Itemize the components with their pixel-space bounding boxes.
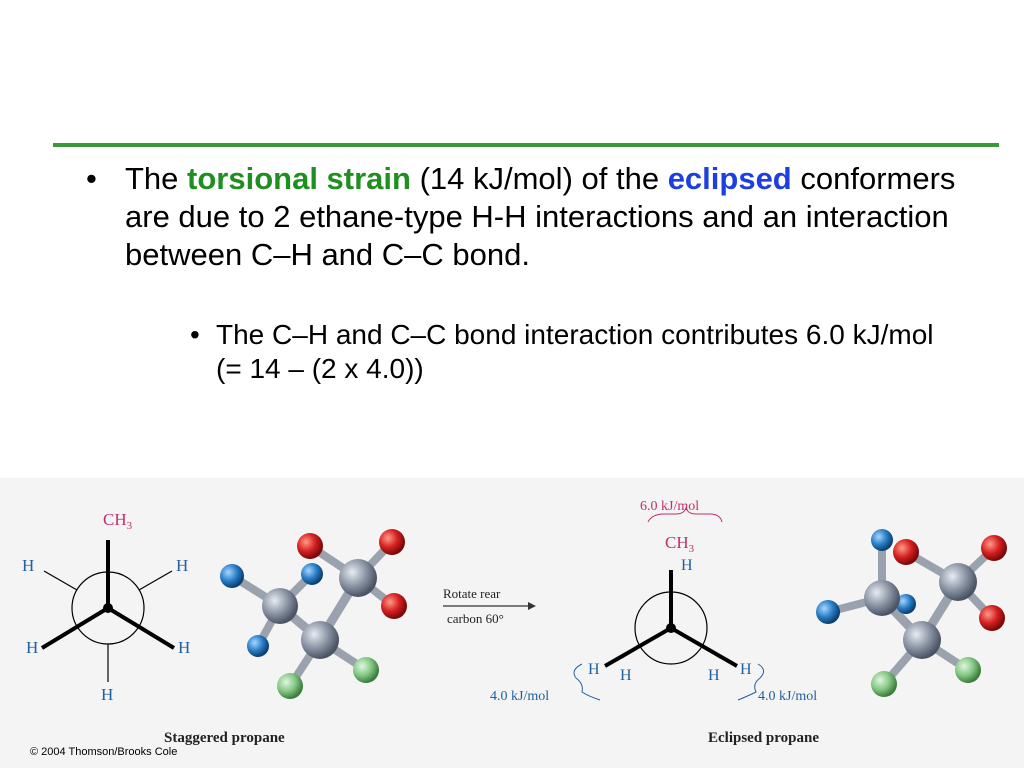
- eclipsed-newman-projection: 6.0 kJ/mol CH3 H H H H H 4.0 kJ/mol 4.0 …: [490, 499, 817, 704]
- copyright-notice: © 2004 Thomson/Brooks Cole: [30, 746, 178, 758]
- eclipsed-ch3-label: CH3: [665, 533, 695, 555]
- eclipsed-h-right-front: H: [740, 661, 752, 678]
- staggered-h-bottom: H: [101, 685, 113, 704]
- bullet-dot: •: [190, 319, 200, 350]
- staggered-h-upper-left: H: [22, 556, 34, 575]
- eclipsed-energy-top: 6.0 kJ/mol: [640, 499, 699, 514]
- eclipsed-ball-and-stick-model: [816, 529, 1007, 697]
- divider-rule: [53, 143, 999, 147]
- text-segment: (14 kJ/mol) of the: [410, 161, 668, 196]
- eclipsed-h-right-rear: H: [708, 667, 720, 684]
- staggered-h-upper-right: H: [176, 556, 188, 575]
- eclipsed-caption: Eclipsed propane: [708, 730, 819, 746]
- figure-svg: CH3 H H H H H: [22, 499, 1007, 746]
- text-segment: conformers are due to 2 ethane-type H-H …: [125, 161, 956, 272]
- eclipsed-h-left-front: H: [588, 661, 600, 678]
- staggered-caption: Staggered propane: [164, 730, 285, 746]
- text-segment: The: [125, 161, 188, 196]
- propane-conformer-figure: CH3 H H H H H: [0, 478, 1024, 768]
- rotate-label-line1: Rotate rear: [443, 586, 501, 601]
- staggered-ball-and-stick-model: [220, 529, 407, 699]
- eclipsed-energy-left: 4.0 kJ/mol: [490, 689, 549, 704]
- eclipsed-h-left-rear: H: [620, 667, 632, 684]
- eclipsed-h-top-rear: H: [681, 557, 693, 574]
- eclipsed-energy-right: 4.0 kJ/mol: [758, 689, 817, 704]
- rotate-arrow: Rotate rear carbon 60°: [443, 586, 536, 626]
- rotate-label-line2: carbon 60°: [447, 611, 504, 626]
- staggered-newman-projection: CH3 H H H H H: [22, 510, 190, 704]
- bullet-sub-text: The C–H and C–C bond interaction contrib…: [216, 319, 934, 384]
- bullet-main-text: The torsional strain (14 kJ/mol) of the …: [125, 160, 985, 274]
- staggered-ch3-label: CH3: [103, 510, 133, 532]
- staggered-h-lower-right: H: [178, 638, 190, 657]
- staggered-h-lower-left: H: [26, 638, 38, 657]
- bullet-dot: •: [86, 161, 97, 196]
- term-torsional-strain: torsional strain: [187, 161, 411, 196]
- term-eclipsed: eclipsed: [667, 161, 792, 196]
